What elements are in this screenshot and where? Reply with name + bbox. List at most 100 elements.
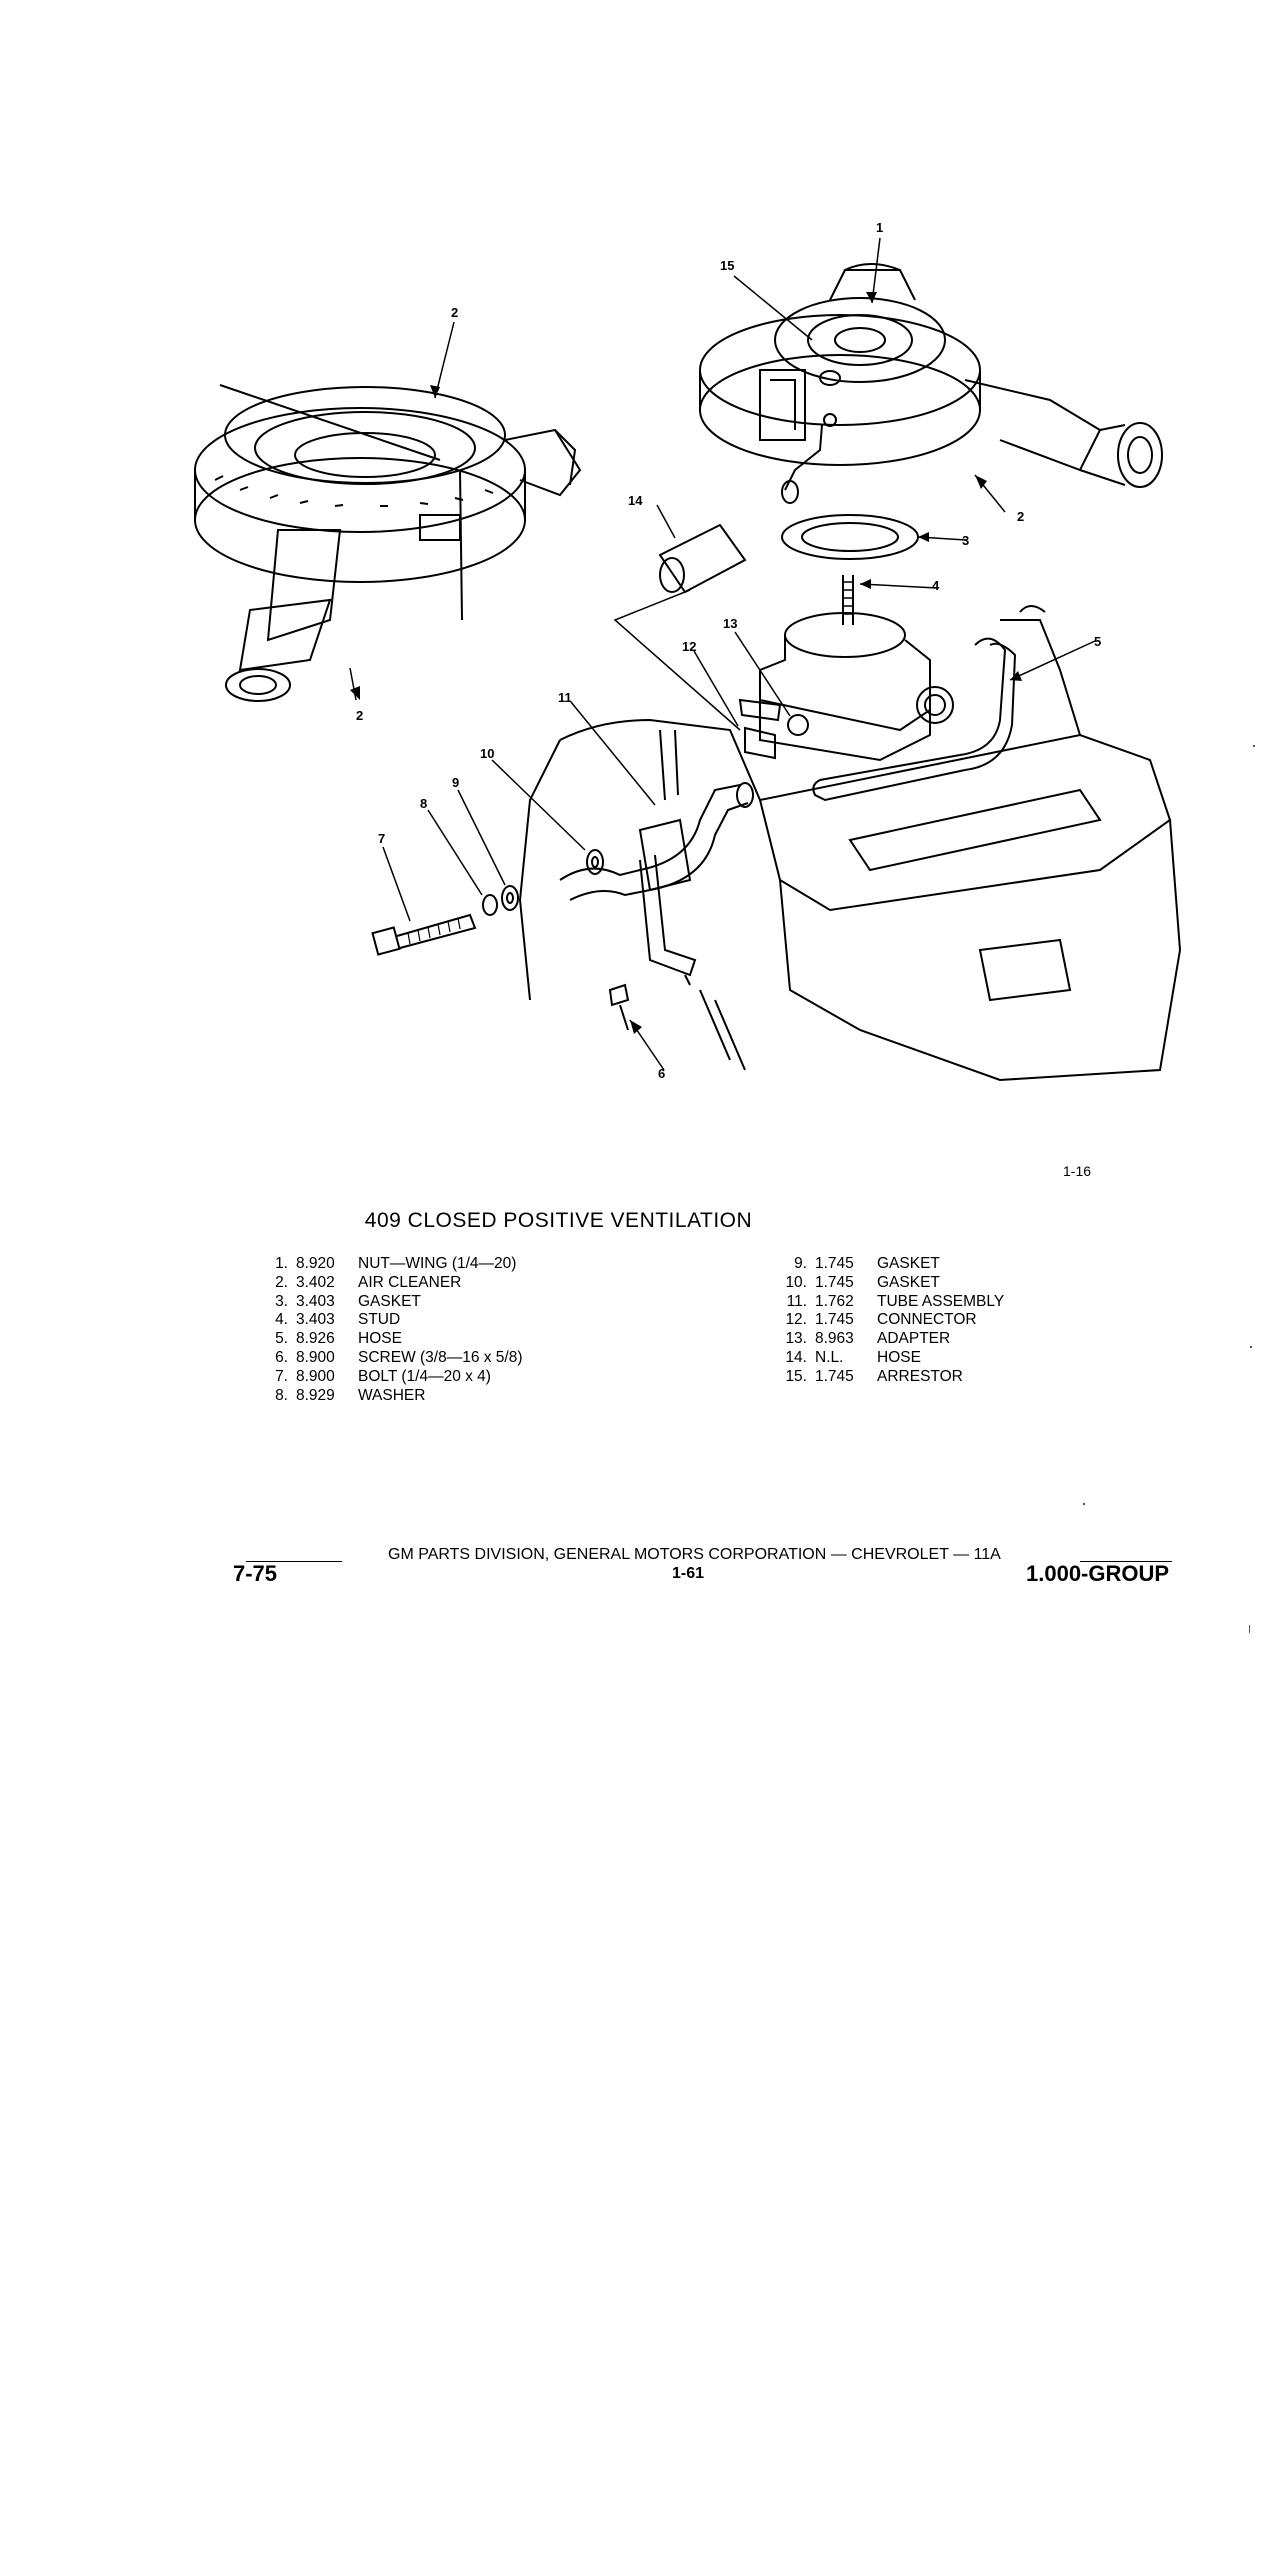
- part-code: 1.745: [815, 1255, 854, 1272]
- part-code: 3.403: [296, 1292, 335, 1310]
- callout-2-right: 2: [1017, 509, 1024, 524]
- part-row: 5. 8.926 HOSE: [258, 1330, 523, 1349]
- part-number: 13.: [785, 1330, 807, 1348]
- part-number: 4.: [275, 1311, 288, 1329]
- hose-drawing: [658, 523, 747, 594]
- scan-speck: [1250, 1346, 1252, 1348]
- part-row: 13. 8.963 ADAPTER: [773, 1330, 1004, 1349]
- part-row: 14. N.L. HOSE: [773, 1349, 1004, 1368]
- part-code: 8.929: [296, 1386, 335, 1404]
- callout-12: 12: [682, 639, 696, 654]
- footer-page-number: 1-61: [672, 1565, 705, 1582]
- callout-numbers: 2 2 1 15 2 3 4 5 6 7 8 9 10 11 12 13 14: [356, 220, 1101, 1081]
- gasket-drawing: [781, 514, 919, 560]
- part-code: 8.926: [296, 1330, 335, 1348]
- part-number: 6.: [275, 1348, 288, 1366]
- callout-4: 4: [932, 578, 940, 593]
- part-row: 11. 1.762 TUBE ASSEMBLY: [773, 1292, 1005, 1312]
- part-number: 14.: [785, 1348, 807, 1366]
- air-cleaner-left-drawing: [194, 384, 582, 702]
- air-cleaner-right-drawing: [699, 263, 1163, 504]
- callout-10: 10: [480, 746, 494, 761]
- scan-speck: [1253, 745, 1255, 747]
- part-number: 5.: [275, 1330, 288, 1348]
- part-row: 12. 1.745 CONNECTOR: [773, 1311, 1004, 1330]
- scan-speck: [1249, 1625, 1250, 1633]
- part-row: 8. 8.929 WASHER: [258, 1387, 523, 1406]
- part-description: GASKET: [358, 1292, 421, 1310]
- part-number: 3.: [275, 1292, 288, 1310]
- parts-list-left: 1. 8.920 NUT—WING (1/4—20) 2. 3.402 AIR CLEA…: [258, 1255, 523, 1406]
- part-description: BOLT (1/4—20 x 4): [358, 1367, 491, 1385]
- part-description: CONNECTOR: [877, 1311, 977, 1329]
- carburetor-drawing: [738, 612, 954, 762]
- part-code: 1.745: [815, 1311, 854, 1329]
- part-number: 12.: [785, 1311, 807, 1329]
- footer-date: 7-75: [233, 1561, 278, 1586]
- footer-rule-right: [1080, 1561, 1172, 1562]
- part-description: NUT—WING (1/4—20): [358, 1255, 517, 1272]
- part-row: 9. 1.745 GASKET: [773, 1255, 1004, 1274]
- part-code: 1.745: [815, 1367, 854, 1385]
- part-code: 8.920: [296, 1255, 335, 1272]
- part-description: ADAPTER: [877, 1330, 951, 1348]
- part-description: SCREW (3/8—16 x 5/8): [358, 1348, 523, 1366]
- callout-9: 9: [452, 775, 459, 790]
- part-description: AIR CLEANER: [358, 1273, 462, 1291]
- title-text: 409 CLOSED POSITIVE VENTILATION: [364, 1209, 753, 1232]
- footer-group: 1.000-GROUP: [1026, 1561, 1170, 1586]
- callout-3: 3: [962, 533, 969, 548]
- callout-2-left-top: 2: [451, 305, 458, 320]
- part-description: HOSE: [877, 1348, 921, 1366]
- part-code: 1.745: [815, 1273, 854, 1291]
- stud-drawing: [842, 575, 854, 625]
- part-description: TUBE ASSEMBLY: [877, 1292, 1005, 1310]
- tube-assembly-drawing: [559, 782, 754, 986]
- part-number: 10.: [785, 1273, 807, 1291]
- part-row: 1. 8.920 NUT—WING (1/4—20): [258, 1255, 523, 1274]
- page-title: 409 CLOSED POSITIVE VENTILATION: [0, 1209, 1271, 1233]
- part-description: WASHER: [358, 1386, 426, 1404]
- part-number: 8.: [275, 1386, 288, 1404]
- pcv-hose-drawing: [812, 637, 1017, 802]
- footer-corporation: GM PARTS DIVISION, GENERAL MOTORS CORPOR…: [388, 1546, 1001, 1563]
- figure-number: 1-16: [1063, 1163, 1092, 1179]
- part-code: 1.762: [815, 1292, 854, 1310]
- exploded-view-illustration: 2 2 1 15 2 3 4 5 6 7 8 9 10 11 12 13 14: [0, 0, 1271, 1120]
- part-code: 8.900: [296, 1367, 335, 1385]
- callout-6: 6: [658, 1066, 665, 1081]
- part-code: 3.402: [296, 1273, 335, 1291]
- part-row: 2. 3.402 AIR CLEANER: [258, 1274, 523, 1293]
- leader-lines: [349, 237, 1096, 1071]
- part-number: 9.: [794, 1255, 807, 1272]
- callout-8: 8: [420, 796, 427, 811]
- part-description: GASKET: [877, 1273, 940, 1291]
- part-number: 2.: [275, 1273, 288, 1291]
- callout-5: 5: [1094, 634, 1101, 649]
- part-description: ARRESTOR: [877, 1367, 963, 1385]
- engine-drawing: [518, 605, 1182, 1082]
- callout-14: 14: [628, 493, 643, 508]
- callout-11: 11: [558, 690, 572, 705]
- callout-7: 7: [378, 831, 385, 846]
- part-number: 11.: [786, 1292, 807, 1310]
- part-code: 8.963: [815, 1330, 854, 1348]
- callout-13: 13: [723, 616, 737, 631]
- bolt-and-washers-drawing: [371, 849, 630, 1031]
- part-code: N.L.: [815, 1348, 844, 1366]
- part-code: 8.900: [296, 1348, 335, 1366]
- footer-rule-left: [246, 1561, 342, 1562]
- arrowheads: [350, 292, 1022, 1034]
- part-description: HOSE: [358, 1330, 402, 1348]
- scan-speck: [1083, 1503, 1085, 1505]
- callout-15: 15: [720, 258, 734, 273]
- part-number: 1.: [275, 1255, 288, 1272]
- part-description: GASKET: [877, 1255, 940, 1272]
- part-code: 3.403: [296, 1311, 335, 1329]
- callout-1: 1: [876, 220, 883, 235]
- part-row: 10. 1.745 GASKET: [773, 1274, 1004, 1293]
